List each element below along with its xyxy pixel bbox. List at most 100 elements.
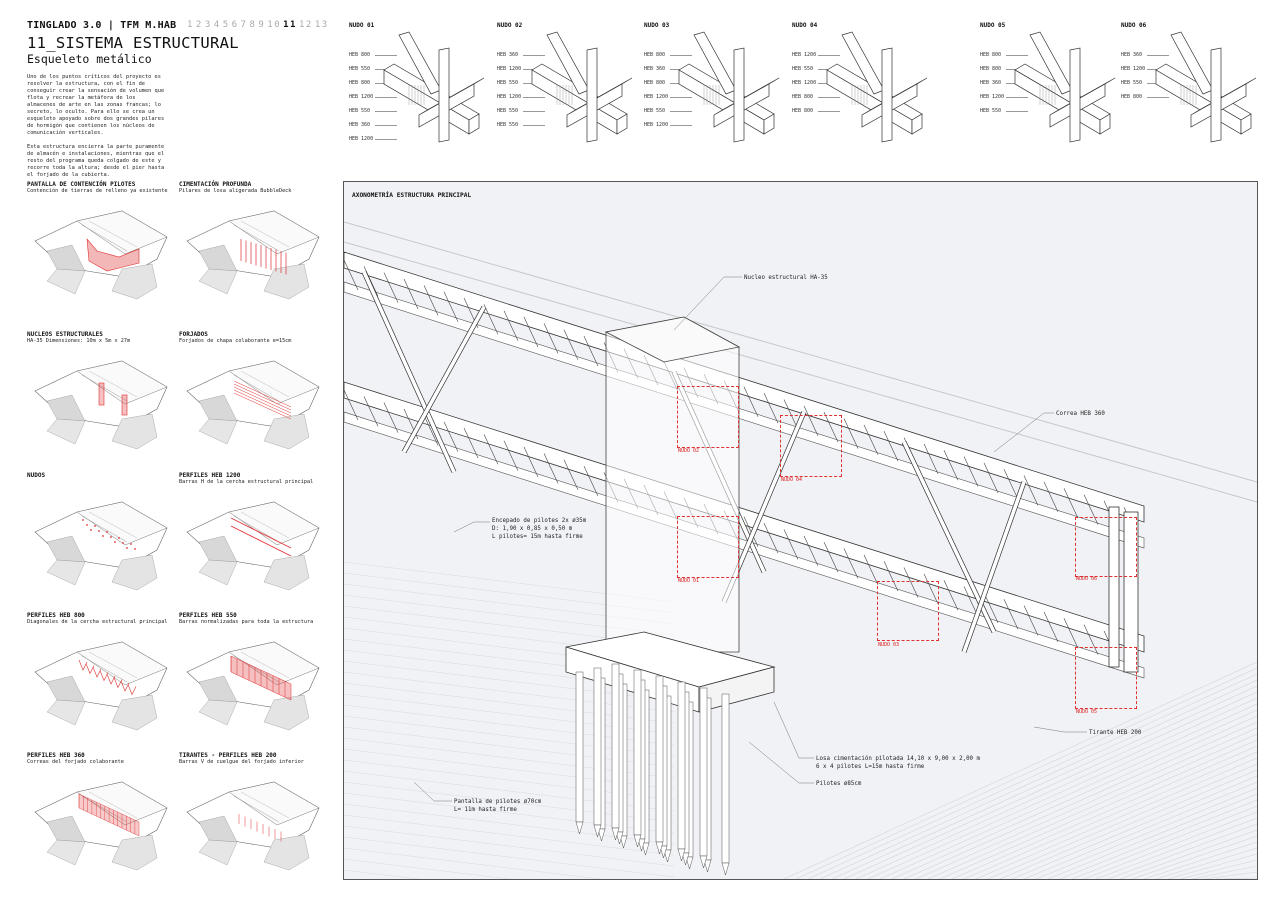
thumbnail-title: NUCLEOS ESTRUCTURALES <box>27 331 103 338</box>
annotation-nucleo: Nucleo estructural HA-35 <box>744 275 828 281</box>
ground-hatch-line <box>795 667 1257 879</box>
ground-hatch-line <box>1143 841 1257 879</box>
highlighted-layer <box>230 655 292 701</box>
page-number[interactable]: 4 <box>213 20 221 30</box>
purlin-heb360 <box>783 529 799 560</box>
profile-label: HEB 800 <box>1121 94 1170 100</box>
highlighted-layer <box>86 238 140 272</box>
profile-label: HEB 550 <box>980 108 1029 114</box>
profile-label: HEB 360 <box>349 122 398 128</box>
purlin-heb360 <box>963 456 979 487</box>
ground-hatch-line <box>1071 805 1257 879</box>
ground-hatch-line <box>344 836 675 878</box>
upper-chord-heb1200 <box>344 281 1145 549</box>
highlighted-layer <box>78 793 140 837</box>
core-top <box>604 316 741 363</box>
diagonal-heb800-fill <box>402 306 486 453</box>
annotation-line: L pilotes= 15m hasta firme <box>492 534 583 540</box>
purlin-heb360 <box>483 304 499 335</box>
pile-tip <box>611 827 620 841</box>
profile-label: HEB 1200 <box>497 66 546 72</box>
page-number[interactable]: 7 <box>240 20 248 30</box>
page-number[interactable]: 3 <box>204 20 212 30</box>
annotation-correa: Correa HEB 360 <box>1056 411 1105 417</box>
ground-hatch-line <box>344 869 421 879</box>
layer-thumbnail: NUDOS <box>27 472 177 607</box>
highlighted-layer <box>230 517 292 557</box>
thumbnail-title: NUDOS <box>27 472 46 479</box>
steel-node-drawing <box>1014 31 1116 143</box>
ground-hatch-line <box>927 733 1257 879</box>
pile-tip <box>575 821 584 835</box>
ground-hatch-line <box>867 703 1257 879</box>
ground-hatch-line <box>903 721 1257 879</box>
lower-chord-heb1200 <box>344 411 1145 679</box>
purlin-heb360 <box>523 446 539 478</box>
node-tag: NUDO 01 <box>678 578 700 584</box>
ground-hatch-line <box>915 727 1257 879</box>
ghost-chord <box>344 241 1257 503</box>
pile <box>633 669 642 836</box>
ground-hatch-line <box>1131 835 1257 879</box>
pile-tip <box>597 828 606 842</box>
purlin-heb360 <box>1023 605 1039 636</box>
page-number[interactable]: 8 <box>249 20 257 30</box>
pile <box>699 687 708 857</box>
profile-label: HEB 1200 <box>497 94 546 100</box>
purlin-heb360 <box>763 523 779 554</box>
purlin-heb360 <box>883 561 899 592</box>
thumbnail-desc: Correas del forjado colaborante <box>27 759 124 765</box>
pile-tip <box>615 831 624 845</box>
intro-paragraph: Esta estructura encierra la parte purame… <box>27 144 165 178</box>
ground-hatch-line <box>939 739 1257 879</box>
purlin-heb360 <box>823 542 839 573</box>
highlighted-layer <box>238 814 282 842</box>
purlin-heb360 <box>1083 494 1099 525</box>
page-number[interactable]: 12 <box>298 20 313 30</box>
ground-hatch-line <box>1179 859 1257 879</box>
ground-hatch-line <box>1095 817 1257 879</box>
ground-hatch-line <box>1155 847 1257 879</box>
annotation-line: D: 1,90 x 0,85 x 0,50 m <box>492 526 573 532</box>
page-number[interactable]: 6 <box>231 20 239 30</box>
profile-label: HEB 1200 <box>1121 66 1170 72</box>
thumbnail-title: PANTALLA DE CONTENCIÓN PILOTES <box>27 181 136 188</box>
diagonal-heb800-fill <box>902 441 996 633</box>
page-number[interactable]: 2 <box>195 20 203 30</box>
ground-hatch-line <box>1047 793 1257 879</box>
page-title: 11_SISTEMA ESTRUCTURAL <box>27 34 239 52</box>
thumbnail-desc: Pilares de losa aligerada BubbleDeck <box>179 188 292 194</box>
ground-hatch-line <box>344 847 602 879</box>
ground-hatch-line <box>344 858 512 879</box>
pile-tip <box>703 859 712 873</box>
highlighted-layer <box>233 380 292 420</box>
page-number[interactable]: 11 <box>283 20 297 30</box>
purlin-heb360 <box>1003 599 1019 630</box>
leader-line <box>773 701 814 759</box>
ground-hatch-line <box>1119 829 1257 879</box>
profile-label: HEB 1200 <box>644 94 693 100</box>
axonometry-drawing <box>344 221 1257 879</box>
profile-label: HEB 550 <box>497 108 546 114</box>
profile-label: HEB 800 <box>792 94 841 100</box>
annotation-pilotes: Pilotes ø85cm <box>816 781 862 787</box>
node-title: NUDO 03 <box>644 22 670 29</box>
annotation-line: Losa cimentación pilotada 14,10 x 9,00 x… <box>816 756 981 762</box>
steel-node-drawing <box>383 31 485 143</box>
page-number[interactable]: 10 <box>267 20 282 30</box>
page-number[interactable]: 13 <box>314 20 329 30</box>
page-number[interactable]: 9 <box>258 20 266 30</box>
purlin-heb360 <box>803 405 819 436</box>
node-tag: NUDO 04 <box>781 477 803 483</box>
ground-hatch-line <box>891 715 1257 879</box>
profile-label: HEB 1200 <box>349 94 398 100</box>
thumbnail-title: PERFILES HEB 1200 <box>179 472 241 479</box>
purlin-heb360 <box>403 278 419 310</box>
page-number[interactable]: 5 <box>222 20 230 30</box>
page-number[interactable]: 1 <box>187 20 194 30</box>
